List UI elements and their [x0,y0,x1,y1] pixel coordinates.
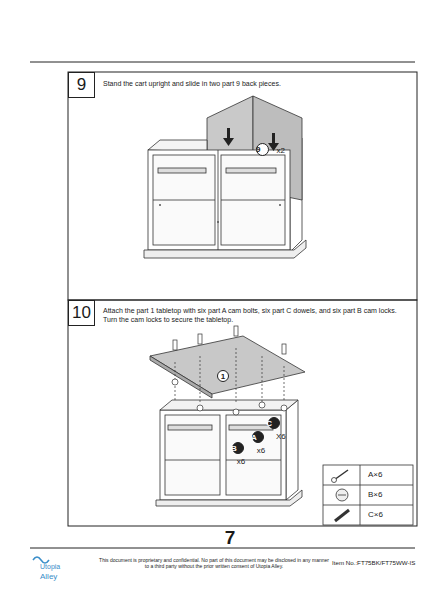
step-number: 10 [68,300,95,326]
quantity: x6 [237,457,245,466]
node-text: 10 [72,303,91,323]
item-number: Item No.:FT75BK/FT75WW-IS [332,559,432,567]
node-text: B [231,444,237,453]
footer-notice: This document is proprietary and confide… [98,557,330,570]
legend-text: B×6 [368,490,382,500]
step-number: 9 [68,72,95,98]
node-text: 9 [256,145,260,154]
logo-text: Utopia [40,563,80,572]
quantity: x2 [277,146,285,155]
node-text: C [266,419,272,428]
node-text: 9 [77,75,86,95]
instruction-text: Attach the part 1 tabletop with six part… [103,307,403,325]
node-text: 1 [221,372,225,381]
legend-text: C×6 [368,510,383,520]
instruction-text: Stand the cart upright and slide in two … [103,80,403,89]
logo-text: Alley [40,572,80,582]
quantity: x6 [257,446,265,455]
callout-letter: CX6 [268,417,280,429]
node-text: A [251,433,257,442]
callout-letter: Ax6 [252,431,264,443]
legend-text: A×6 [368,470,382,480]
page-number: 7 [220,528,240,547]
callout-letter: Bx6 [232,442,244,454]
callout-number: 9x2 [256,143,269,156]
callout-number: 1 [217,370,229,382]
quantity: X6 [276,432,286,441]
